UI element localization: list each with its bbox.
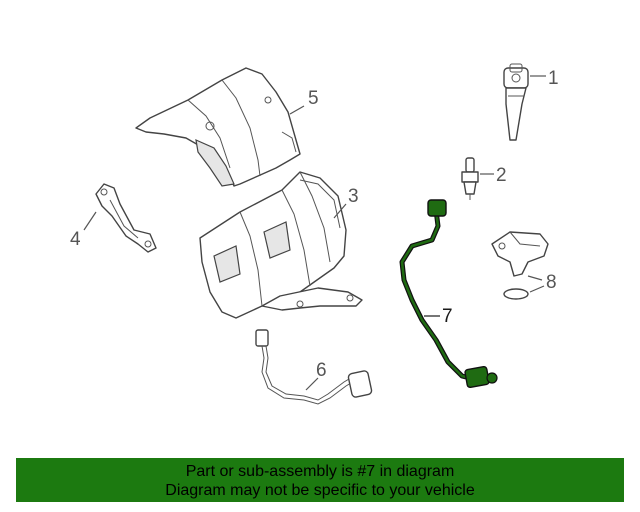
leader-8b (529, 285, 545, 293)
callout-1: 1 (548, 68, 559, 89)
spark-plug[interactable] (461, 157, 479, 200)
leader-4 (83, 211, 97, 231)
leader-6 (305, 377, 319, 391)
engine-cover[interactable] (135, 67, 301, 187)
banner-line-1: Part or sub-assembly is #7 in diagram (185, 463, 455, 480)
callout-7: 7 (442, 306, 453, 327)
sensor-with-oring[interactable] (491, 231, 549, 300)
leader-8a (527, 275, 543, 281)
wiring-harness-highlighted[interactable] (399, 199, 498, 388)
bracket[interactable] (95, 183, 157, 253)
callout-6: 6 (316, 360, 327, 381)
parts-diagram: 5 1 2 4 3 (70, 63, 559, 405)
callout-3: 3 (348, 186, 359, 207)
sensor-harness[interactable] (255, 329, 373, 405)
ignition-coil[interactable] (503, 63, 529, 141)
control-module[interactable] (199, 171, 363, 319)
callout-5: 5 (308, 88, 319, 109)
leader-3 (333, 203, 347, 219)
callout-4: 4 (70, 229, 81, 250)
leader-5 (289, 105, 305, 115)
callout-2: 2 (496, 165, 507, 186)
callout-8: 8 (546, 272, 557, 293)
info-banner: Part or sub-assembly is #7 in diagram Di… (16, 458, 624, 502)
banner-line-2: Diagram may not be specific to your vehi… (165, 482, 475, 499)
